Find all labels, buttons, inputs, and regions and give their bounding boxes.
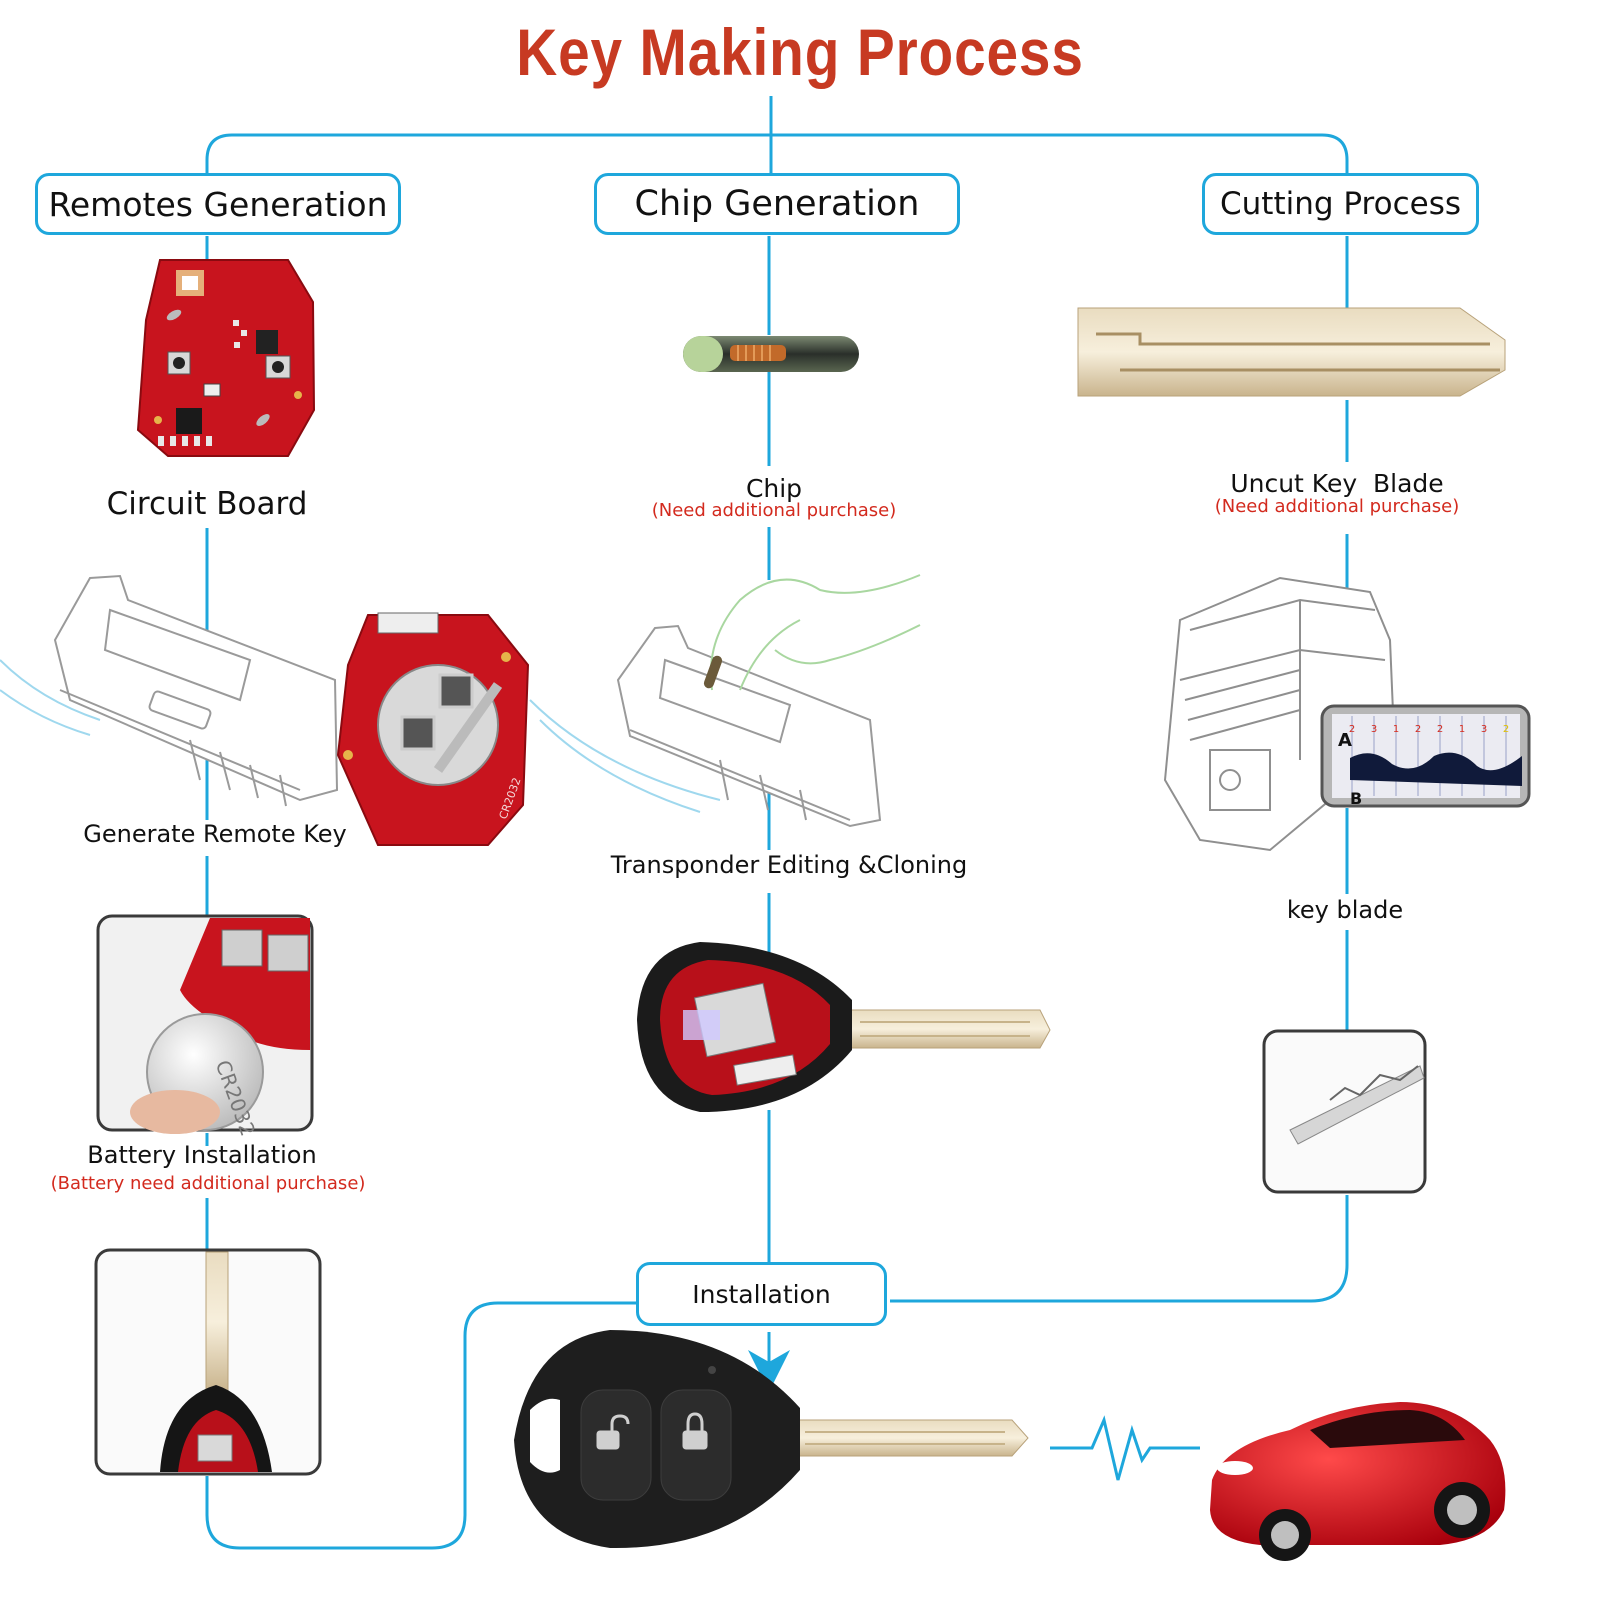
cutting-process-label: Cutting Process xyxy=(1220,186,1461,222)
uncut-key-blade-label: Uncut Key Blade xyxy=(1230,469,1444,498)
transponder-chip-image xyxy=(683,336,859,372)
key-with-pcb-image xyxy=(637,942,1051,1112)
circuit-board-image xyxy=(136,259,316,457)
key-head-image xyxy=(94,1248,322,1476)
key-blade-label: key blade xyxy=(1286,896,1404,924)
unlock-icon xyxy=(596,1414,630,1450)
chip-generation-label: Chip Generation xyxy=(634,184,920,224)
cut-marker-a: A xyxy=(1338,730,1352,751)
red-sports-car-image xyxy=(1210,1402,1506,1561)
installation-box: Installation xyxy=(636,1262,887,1326)
chip-generation-header: Chip Generation xyxy=(594,173,960,235)
blade-purchase-note: (Need additional purchase) xyxy=(1214,496,1460,517)
cut-depth-value: 2 xyxy=(1349,724,1355,735)
circuit-board-label: Circuit Board xyxy=(106,486,308,522)
hand-sketch xyxy=(709,574,921,691)
key-blade-image xyxy=(1262,1029,1427,1194)
cut-depth-value: 3 xyxy=(1481,724,1487,735)
arrow-down-icon xyxy=(748,1350,790,1392)
remotes-generation-header: Remotes Generation xyxy=(35,173,401,235)
generate-remote-key-label: Generate Remote Key xyxy=(83,820,347,848)
remotes-generation-label: Remotes Generation xyxy=(48,184,388,224)
battery-installation-image: CR2032 xyxy=(96,914,314,1139)
cut-depth-value: 1 xyxy=(1459,724,1465,735)
cut-depth-value: 2 xyxy=(1415,724,1421,735)
remote-pcb-image: CR2032 xyxy=(336,612,530,846)
cut-depth-value: 2 xyxy=(1503,724,1509,735)
signal-waves xyxy=(0,659,721,813)
key-tool-device-image xyxy=(53,574,339,807)
chip-label: Chip xyxy=(745,474,803,503)
transponder-device-image xyxy=(616,624,882,828)
cut-depth-value: 3 xyxy=(1371,724,1377,735)
installation-label: Installation xyxy=(692,1279,831,1309)
uncut-key-blade-image xyxy=(1077,307,1506,397)
cut-depth-value: 2 xyxy=(1437,724,1443,735)
page-title: Key Making Process xyxy=(516,15,1084,89)
cut-depth-value: 1 xyxy=(1393,724,1399,735)
held-chip-image xyxy=(703,655,723,689)
heartbeat-signal-icon xyxy=(1050,1415,1200,1481)
finished-remote-key-image xyxy=(514,1330,1029,1549)
transponder-editing-label: Transponder Editing &Cloning xyxy=(610,851,968,879)
chip-purchase-note: (Need additional purchase) xyxy=(651,500,897,521)
key-cut-profile-panel: A B 2 3 1 2 2 1 3 2 xyxy=(1320,704,1531,808)
cut-depth-values: 2 3 1 2 2 1 3 2 xyxy=(1349,724,1509,735)
lock-icon xyxy=(682,1412,708,1450)
cut-marker-b: B xyxy=(1350,789,1362,808)
cutting-process-header: Cutting Process xyxy=(1202,173,1479,235)
battery-installation-label: Battery Installation xyxy=(87,1141,317,1169)
battery-purchase-note: (Battery need additional purchase) xyxy=(50,1173,366,1194)
